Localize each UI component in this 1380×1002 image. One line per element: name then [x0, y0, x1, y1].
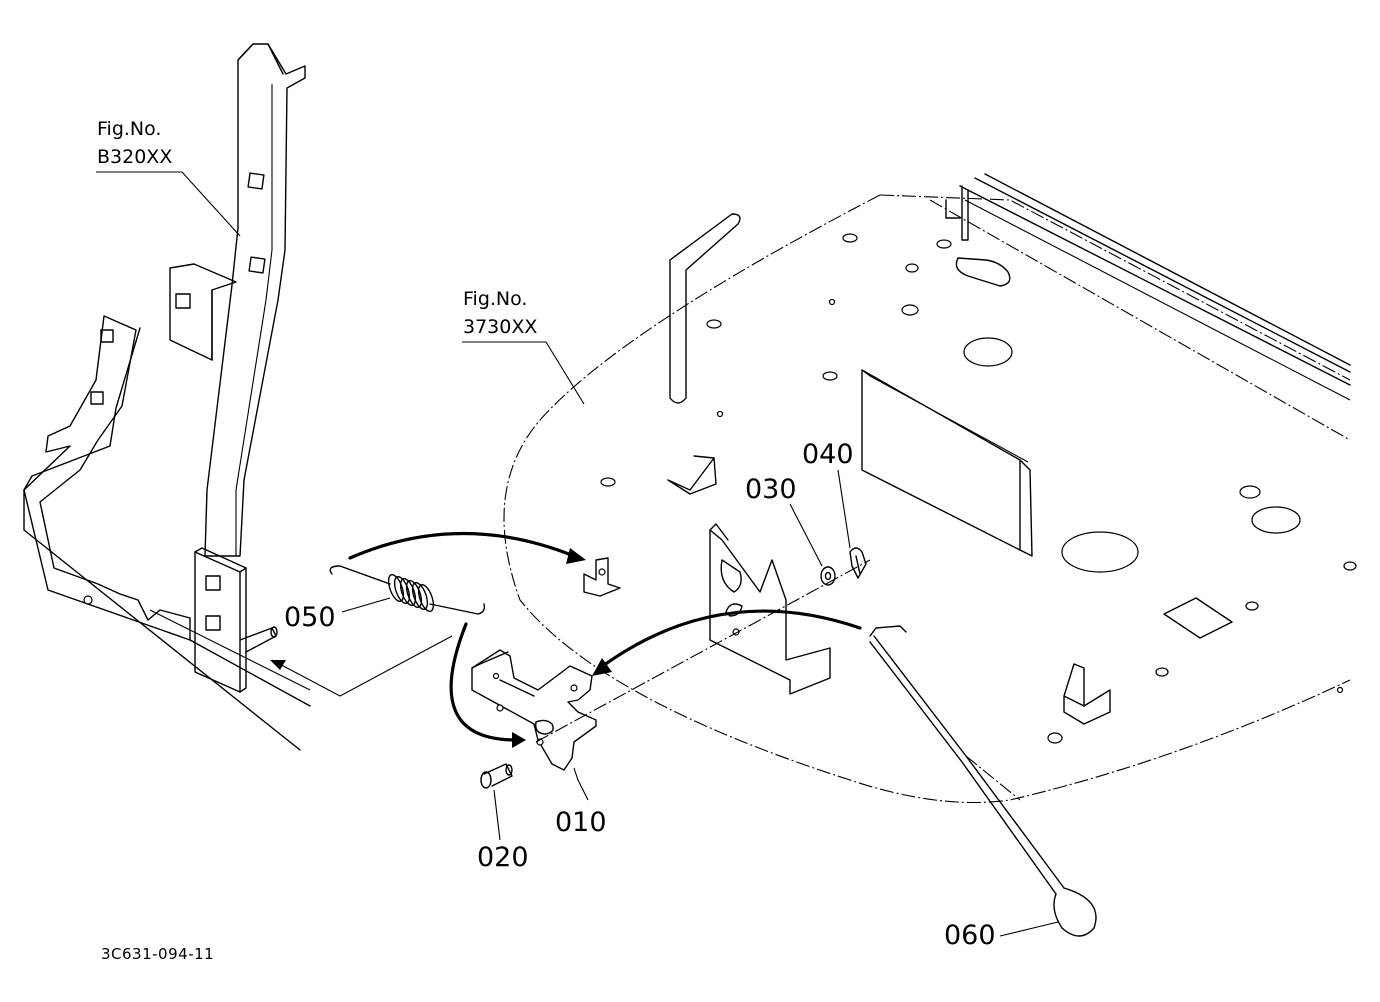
washer-part [820, 566, 836, 586]
center-lines [535, 559, 1021, 801]
lever-plate-part [471, 649, 597, 771]
fig-ref-3730: Fig.No. 3730XX [463, 288, 537, 338]
part-number-020: 020 [477, 842, 529, 873]
rod-part [869, 625, 1097, 937]
part-number-030: 030 [745, 474, 797, 505]
part-number-040: 040 [802, 439, 854, 470]
fig-ref-b320-line1: Fig.No. [97, 118, 161, 140]
drawing-code: 3C631-094-11 [101, 945, 214, 963]
leader-lines [96, 171, 1059, 937]
floor-plate-assembly [503, 173, 1357, 804]
part-number-010: 010 [555, 807, 607, 838]
fig-ref-3730-line1: Fig.No. [463, 288, 527, 310]
part-number-060: 060 [944, 920, 996, 951]
fig-ref-b320: Fig.No. B320XX [97, 118, 172, 168]
fig-ref-3730-line2: 3730XX [463, 316, 537, 338]
fig-ref-b320-line2: B320XX [97, 146, 172, 168]
assembly-arrows [270, 531, 862, 748]
pin-part [480, 763, 513, 789]
cotter-pin-part [849, 547, 867, 579]
spring-part [329, 565, 486, 615]
left-frame-assembly [23, 43, 311, 751]
part-number-050: 050 [284, 602, 336, 633]
